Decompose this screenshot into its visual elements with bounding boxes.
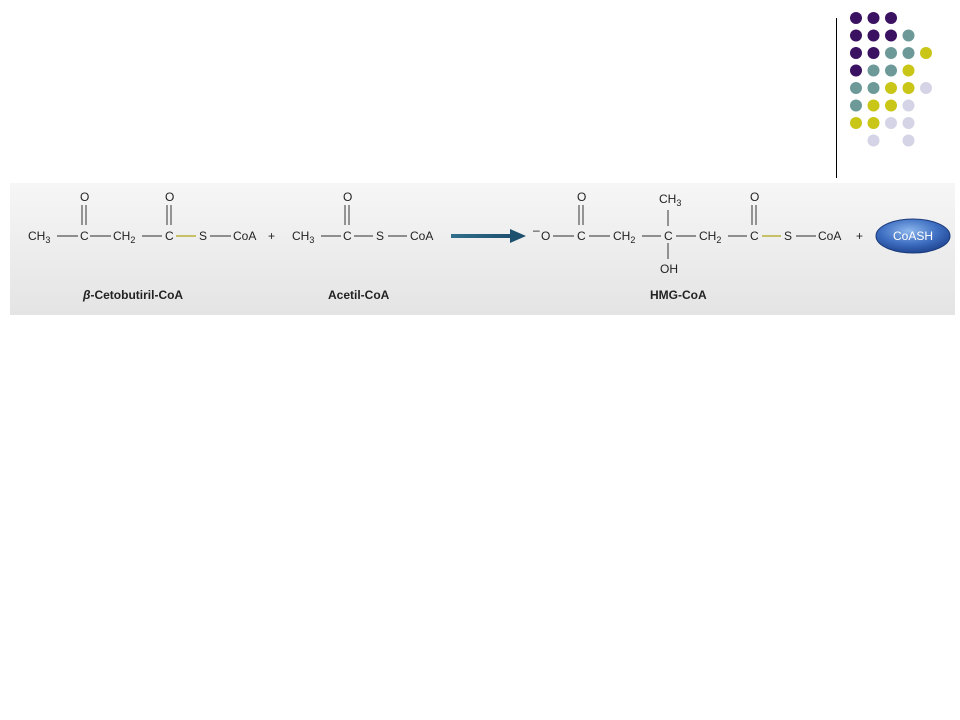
carboxyl-oxygen: O: [577, 190, 586, 204]
decor-dot: [867, 12, 880, 24]
ch2-group: CH2: [699, 229, 721, 245]
decor-dot: [867, 29, 880, 42]
decor-dot: [902, 117, 915, 129]
negative-charge: –: [533, 223, 540, 237]
reactant-beta-cetobutiril-coa: CH3 C O CH2 C O S CoA β-Cetobutiril-CoA: [28, 190, 256, 302]
decor-dot: [850, 82, 862, 94]
decor-dot: [885, 12, 897, 24]
reaction-arrow: [451, 229, 526, 243]
decor-dot: [902, 99, 915, 112]
methyl-branch: CH3: [659, 192, 681, 208]
thioester-oxygen: O: [750, 190, 759, 204]
reactant2-label: Acetil-CoA: [328, 288, 390, 302]
decor-dot: [850, 12, 862, 24]
thioester-carbon: C: [165, 229, 174, 243]
carboxyl-carbon: C: [577, 229, 586, 243]
carbonyl-oxygen: O: [343, 190, 352, 204]
plus-sign-1: +: [268, 229, 275, 243]
hydroxyl-group: OH: [660, 262, 678, 276]
decor-dot: [867, 99, 880, 112]
sulfur-atom: S: [199, 229, 207, 243]
decor-dot: [885, 64, 897, 77]
decor-dot: [885, 47, 897, 59]
decor-dot: [902, 29, 915, 42]
decor-dot: [850, 99, 862, 112]
decor-dot: [867, 117, 880, 129]
decor-dot: [902, 134, 915, 147]
decor-dot: [920, 82, 932, 94]
coa-group: CoA: [410, 229, 433, 243]
product1-label: HMG-CoA: [650, 288, 707, 302]
product-coash: CoASH: [875, 218, 951, 254]
decor-dot: [902, 47, 915, 59]
quaternary-carbon: C: [664, 229, 673, 243]
thioester-carbon: C: [343, 229, 352, 243]
reactant1-label: β-Cetobutiril-CoA: [82, 288, 183, 302]
plus-sign-2: +: [856, 229, 863, 243]
decor-dot: [850, 29, 862, 42]
product-hmg-coa: – O C O CH2 C CH3 OH CH2 C O S CoA HMG-C…: [533, 190, 841, 302]
coash-label: CoASH: [893, 229, 933, 243]
decor-dot: [867, 82, 880, 94]
decor-dot: [902, 82, 915, 94]
reactant-acetil-coa: CH3 C O S CoA Acetil-CoA: [292, 190, 433, 302]
decor-dot: [867, 134, 880, 147]
decor-dot: [885, 29, 897, 42]
decor-dot: [920, 47, 932, 59]
ch2-group: CH2: [113, 229, 135, 245]
decor-dot: [850, 64, 862, 77]
sulfur-atom: S: [784, 229, 792, 243]
decor-dot: [850, 47, 862, 59]
thioester-oxygen: O: [165, 190, 174, 204]
coa-group: CoA: [818, 229, 841, 243]
vertical-divider: [836, 18, 837, 178]
decor-dot: [885, 99, 897, 112]
decor-dot: [902, 64, 915, 77]
sulfur-atom: S: [376, 229, 384, 243]
decorative-dot-grid: [850, 12, 932, 147]
decor-dot: [867, 47, 880, 59]
carbonyl-carbon: C: [80, 229, 89, 243]
ch2-group: CH2: [613, 229, 635, 245]
thioester-carbon: C: [750, 229, 759, 243]
decor-dot: [885, 82, 897, 94]
carboxylate-oxygen: O: [541, 229, 550, 243]
decor-dot: [885, 117, 897, 129]
ch3-group: CH3: [28, 229, 50, 245]
decor-dot: [850, 117, 862, 129]
ketone-oxygen: O: [80, 190, 89, 204]
coa-group: CoA: [233, 229, 256, 243]
ch3-group: CH3: [292, 229, 314, 245]
reaction-diagram: CH3 C O CH2 C O S CoA β-Cetobutiril-CoA …: [10, 183, 955, 315]
decor-dot: [867, 64, 880, 77]
